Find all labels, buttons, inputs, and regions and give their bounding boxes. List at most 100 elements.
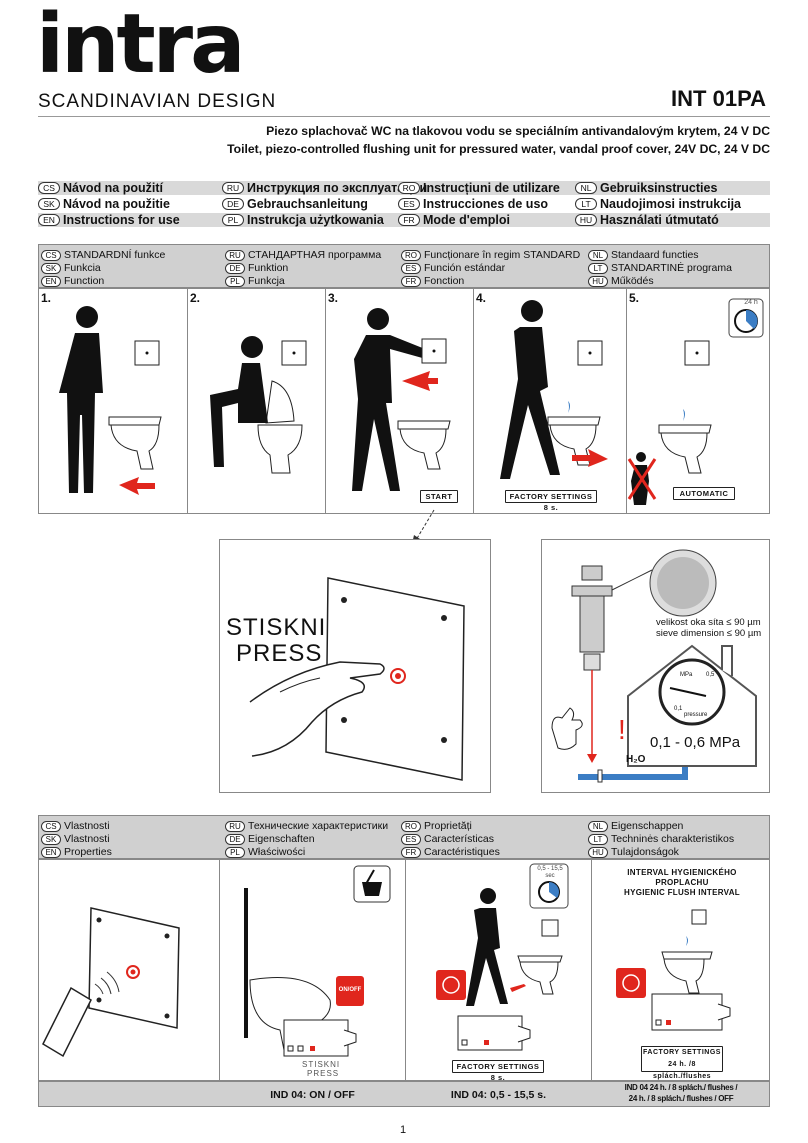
lang-code-badge: LT: [575, 198, 597, 210]
property-label-text: Características: [424, 833, 495, 845]
lang-code-badge: ES: [401, 833, 421, 845]
factory-8s-tag: FACTORY SETTINGS 8 s.: [452, 1060, 544, 1082]
press-panel: STISKNI PRESS: [219, 539, 491, 793]
property-label-text: Właściwości: [248, 846, 306, 858]
function-label-text: STANDARTINĖ programa: [611, 262, 732, 274]
page-number: 1: [400, 1124, 407, 1136]
flush-delay-scene: [436, 863, 569, 1051]
function-label-text: Funcționare în regim STANDARD: [424, 249, 581, 261]
automatic-flush-scene: [627, 298, 764, 505]
lang-title-text: Instrukcja użytkowania: [247, 213, 384, 227]
lang-code-badge: DE: [225, 833, 245, 845]
lang-title-text: Návod na použitie: [63, 197, 170, 211]
person-pressing-button-icon: [352, 308, 451, 491]
lang-code-badge: NL: [575, 182, 597, 194]
desc-cs: Piezo splachovač WC na tlakovou vodu se …: [266, 124, 770, 138]
lang-title-text: Instrucciones de uso: [423, 197, 549, 211]
lang-code-badge: PL: [225, 846, 245, 858]
header-divider: [38, 116, 770, 117]
standing-person-icon: [59, 306, 162, 495]
water-requirements-panel: velikost oka síta ≤ 90 µm sieve dimensio…: [541, 539, 770, 793]
lang-code-badge: EN: [41, 846, 61, 858]
function-label-text: Función estándar: [424, 262, 506, 274]
property-label-text: Techninės charakteristikos: [611, 833, 735, 845]
property-label-text: Eigenschappen: [611, 820, 684, 832]
lang-code-badge: SK: [41, 833, 61, 845]
function-label-text: Funkcia: [64, 262, 101, 274]
step-5-number: 5.: [629, 291, 640, 305]
lang-title-text: Gebrauchsanleitung: [247, 197, 368, 211]
on-off-maintenance-scene: [244, 865, 391, 1057]
lang-code-badge: FR: [401, 846, 421, 858]
function-label-text: Standaard functies: [611, 249, 699, 261]
model-number: INT 01PA: [671, 86, 766, 111]
gauge-value-low: 0,1: [674, 706, 683, 712]
footer-bar: IND 04: ON / OFF IND 04: 0,5 - 15,5 s. I…: [38, 1081, 770, 1107]
function-label-text: Funkcja: [248, 275, 285, 287]
step-1-number: 1.: [41, 291, 52, 305]
lang-code-badge: SK: [41, 262, 61, 274]
function-label-text: Funktion: [248, 262, 289, 274]
press-label: PRESS: [307, 1069, 340, 1078]
desc-en: Toilet, piezo-controlled flushing unit f…: [227, 142, 770, 156]
factory-24h-line1: FACTORY SETTINGS: [643, 1049, 721, 1056]
property-label-text: Caractéristiques: [424, 846, 500, 858]
on-off-button[interactable]: ON/OFF: [338, 987, 362, 993]
lang-code-badge: ES: [398, 198, 420, 210]
lang-code-badge: PL: [222, 214, 244, 226]
lang-code-badge: CS: [41, 249, 61, 261]
delay-range: 0,5 - 15,5: [537, 866, 563, 872]
sieve-size-en: sieve dimension ≤ 90 µm: [656, 628, 762, 639]
automatic-tag: AUTOMATIC: [673, 487, 735, 500]
factory-24h-line2: 24 h. /8 splách./flushes: [652, 1061, 712, 1080]
ind-interval-2: 24 h. / 8 splách./ flushes / OFF: [628, 1094, 734, 1103]
function-label-text: СТАНДАРТНАЯ программа: [248, 249, 382, 261]
interval-title-cs-2: PROPLACHU: [655, 878, 709, 887]
flush-plate-icon: [249, 577, 465, 781]
lang-code-badge: EN: [38, 214, 60, 226]
lang-code-badge: RU: [222, 182, 244, 194]
warning-exclaim: !: [618, 714, 626, 745]
lang-code-badge: SK: [38, 198, 60, 210]
lang-code-badge: NL: [588, 249, 608, 261]
start-button[interactable]: START: [420, 490, 458, 503]
lang-code-badge: NL: [588, 820, 608, 832]
lang-code-badge: CS: [38, 182, 60, 194]
function-label-text: Működés: [611, 275, 654, 287]
lang-code-badge: EN: [41, 275, 61, 287]
function-label-text: Fonction: [424, 275, 465, 287]
pressure-range: 0,1 - 0,6 MPa: [650, 734, 741, 751]
person-walking-away-icon: [500, 300, 608, 479]
delay-unit: sec: [545, 873, 555, 879]
function-label-text: Function: [64, 275, 105, 287]
property-label-text: Proprietăți: [424, 820, 472, 832]
lang-title-text: Instrucțiuni de utilizare: [423, 181, 560, 195]
sieve-size-cs: velikost oka síta ≤ 90 µm: [656, 617, 761, 628]
properties-panel: ON/OFF STISKNI PRESS 0,5 - 15,5 sec FACT…: [38, 859, 770, 1082]
steps-panel: 1. 2. 3. 4. 5. START: [38, 288, 770, 514]
factory-24h-tag: FACTORY SETTINGS 24 h. /8 splách./flushe…: [641, 1046, 723, 1080]
lang-title-text: Instructions for use: [63, 213, 180, 227]
